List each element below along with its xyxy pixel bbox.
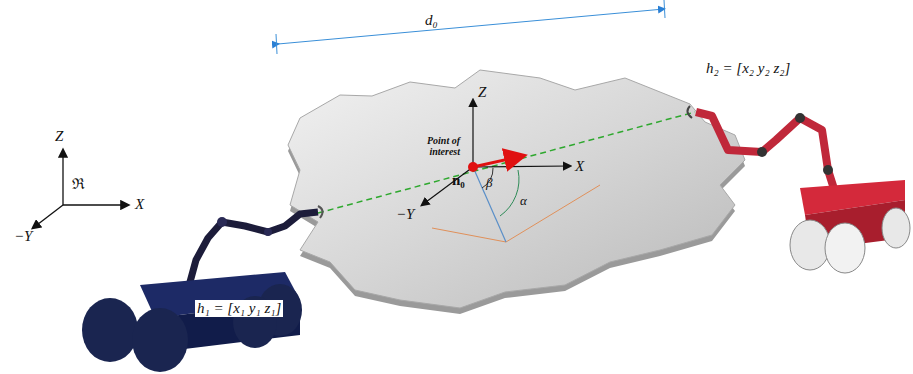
angle-label: α — [520, 194, 527, 208]
axis-label: Z — [55, 128, 63, 145]
point-name: n₀ — [452, 172, 465, 189]
position-label: h₁ = [x₁ y₁ z₁] — [195, 300, 283, 317]
axis-label: Z — [478, 84, 486, 101]
angle-label: β — [486, 176, 492, 190]
axis-label: X — [575, 158, 584, 175]
axis-label: X — [135, 196, 144, 213]
frame-symbol: ℜ — [72, 176, 85, 193]
axis-label: −Y — [14, 228, 32, 245]
dimension-label: d₀ — [425, 12, 438, 29]
axis-label: −Y — [396, 206, 414, 223]
point-label: Point of interest — [400, 135, 460, 157]
position-label: h₂ = [x₂ y₂ z₂] — [706, 60, 790, 77]
